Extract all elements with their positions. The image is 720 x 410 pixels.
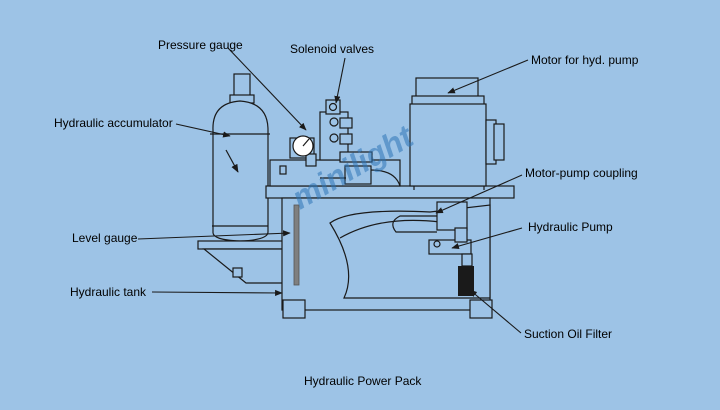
leader-solenoid-valves bbox=[334, 57, 346, 104]
label-level-gauge: Level gauge bbox=[72, 231, 138, 245]
label-motor: Motor for hyd. pump bbox=[531, 53, 639, 67]
label-accumulator: Hydraulic accumulator bbox=[54, 116, 173, 130]
label-tank: Hydraulic tank bbox=[70, 285, 147, 299]
pressure-gauge-shape bbox=[292, 135, 314, 157]
label-pressure-gauge: Pressure gauge bbox=[158, 38, 243, 52]
label-solenoid-valves: Solenoid valves bbox=[290, 42, 375, 56]
leader-pump bbox=[451, 227, 523, 250]
diagram-caption: Hydraulic Power Pack bbox=[304, 374, 422, 388]
pump-shape bbox=[392, 201, 473, 267]
leader-motor bbox=[447, 59, 529, 94]
leader-coupling bbox=[435, 174, 523, 214]
level-gauge-shape bbox=[293, 204, 300, 286]
label-pump: Hydraulic Pump bbox=[528, 220, 613, 234]
motor-shape bbox=[409, 77, 505, 190]
leader-pressure-gauge bbox=[227, 47, 307, 131]
label-coupling: Motor-pump coupling bbox=[525, 166, 638, 180]
leader-accumulator bbox=[175, 123, 231, 138]
suction-filter-shape bbox=[458, 266, 474, 296]
leader-tank bbox=[151, 289, 283, 297]
leader-filter bbox=[469, 289, 522, 334]
leader-level-gauge bbox=[137, 230, 291, 240]
label-filter: Suction Oil Filter bbox=[524, 327, 613, 341]
